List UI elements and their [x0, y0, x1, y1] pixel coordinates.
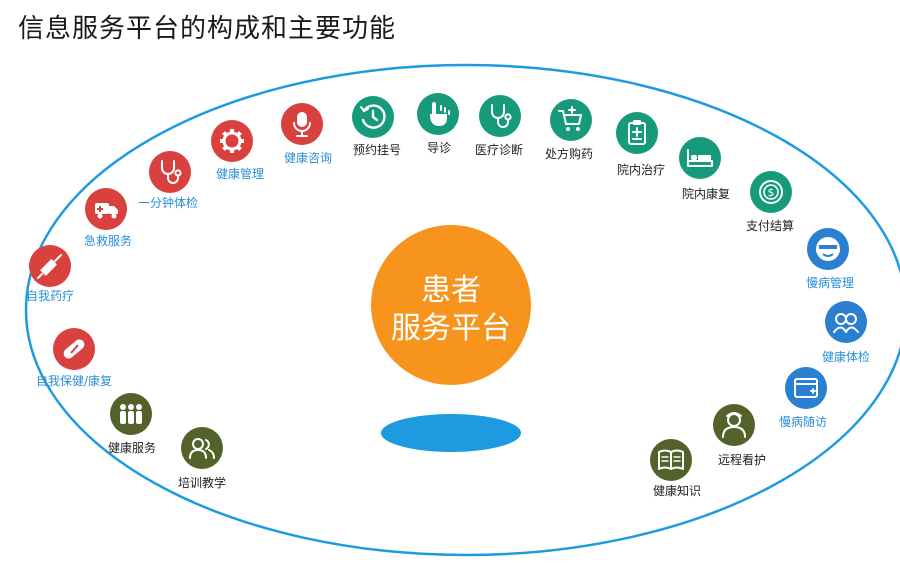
- node-label: 医疗诊断: [475, 142, 523, 157]
- node-label: 急救服务: [84, 233, 132, 248]
- node-badge: [149, 151, 191, 193]
- function-node-20: 培训教学: [178, 427, 226, 490]
- node-label: 自我保健/康复: [36, 373, 112, 388]
- node-label: 预约挂号: [353, 142, 401, 157]
- function-nodes: 自我保健/康复 自我药疗 急救服务 一分钟体检 健康管理 健康咨询 预约挂号 导诊 医疗诊断 处方…: [26, 93, 870, 498]
- coin-icon: $: [759, 180, 783, 204]
- pill-icon: [63, 339, 85, 359]
- node-badge: [550, 99, 592, 141]
- people-icon: [833, 313, 859, 333]
- ambulance-icon: [95, 203, 118, 219]
- face-icon: [816, 237, 840, 261]
- svg-text:$: $: [768, 186, 775, 199]
- node-label: 培训教学: [178, 475, 226, 490]
- node-label: 慢病管理: [806, 275, 854, 290]
- function-node-19: 健康服务: [108, 393, 156, 455]
- function-node-4: 一分钟体检: [138, 151, 198, 210]
- function-node-5: 健康管理: [211, 120, 264, 181]
- function-node-13: $ 支付结算: [746, 171, 794, 233]
- node-label: 院内康复: [682, 186, 730, 201]
- node-label: 健康体检: [822, 349, 870, 364]
- function-node-12: 院内康复: [679, 137, 730, 201]
- function-node-15: 健康体检: [822, 301, 870, 364]
- node-badge: [750, 171, 792, 213]
- nurse-icon: [722, 412, 746, 438]
- node-label: 健康知识: [653, 483, 701, 498]
- node-badge: [785, 367, 827, 409]
- syringe-icon: [37, 254, 62, 279]
- microphone-icon: [293, 112, 311, 137]
- function-node-9: 医疗诊断: [475, 95, 523, 157]
- node-label: 慢病随访: [779, 414, 827, 429]
- center-title-line2: 服务平台: [391, 311, 511, 346]
- function-node-6: 健康咨询: [281, 103, 332, 165]
- function-node-2: 自我药疗: [26, 245, 74, 303]
- page-title: 信息服务平台的构成和主要功能: [18, 14, 397, 44]
- cart-icon: [558, 106, 582, 131]
- bed-icon: [687, 149, 713, 167]
- card-icon: [794, 378, 818, 398]
- center-platform: 患者 服务平台: [371, 225, 531, 452]
- book-icon: [658, 449, 684, 470]
- node-label: 健康咨询: [284, 150, 332, 165]
- node-label: 远程看护: [718, 452, 766, 467]
- function-node-3: 急救服务: [84, 188, 132, 248]
- center-circle: [371, 225, 531, 385]
- node-badge: [479, 95, 521, 137]
- users-icon: [189, 438, 215, 459]
- platform-base: [381, 414, 521, 452]
- function-node-8: 导诊: [417, 93, 459, 155]
- function-node-11: 院内治疗: [616, 112, 665, 177]
- function-node-10: 处方购药: [545, 99, 593, 161]
- group-icon: [120, 404, 142, 424]
- stethoscope-icon: [491, 104, 512, 128]
- node-label: 导诊: [427, 141, 451, 155]
- outer-ring: [24, 63, 900, 557]
- node-label: 自我药疗: [26, 289, 74, 303]
- node-label: 处方购药: [545, 146, 593, 161]
- function-node-7: 预约挂号: [352, 96, 401, 157]
- node-label: 健康管理: [216, 166, 264, 181]
- hand-pointer-icon: [430, 102, 450, 126]
- node-label: 一分钟体检: [138, 195, 198, 210]
- function-node-16: 慢病随访: [779, 367, 827, 429]
- clipboard-icon: [628, 120, 646, 145]
- function-node-17: 远程看护: [713, 404, 766, 467]
- node-label: 健康服务: [108, 440, 156, 455]
- stethoscope-icon: [161, 160, 182, 184]
- function-node-18: 健康知识: [650, 439, 701, 498]
- gear-icon: [220, 129, 244, 153]
- center-title-line1: 患者: [421, 273, 481, 308]
- clock-icon: [360, 104, 386, 129]
- function-node-14: 慢病管理: [806, 228, 854, 290]
- node-label: 支付结算: [746, 218, 794, 233]
- node-badge: [211, 120, 253, 162]
- node-label: 院内治疗: [617, 163, 665, 177]
- function-node-1: 自我保健/康复: [36, 328, 112, 388]
